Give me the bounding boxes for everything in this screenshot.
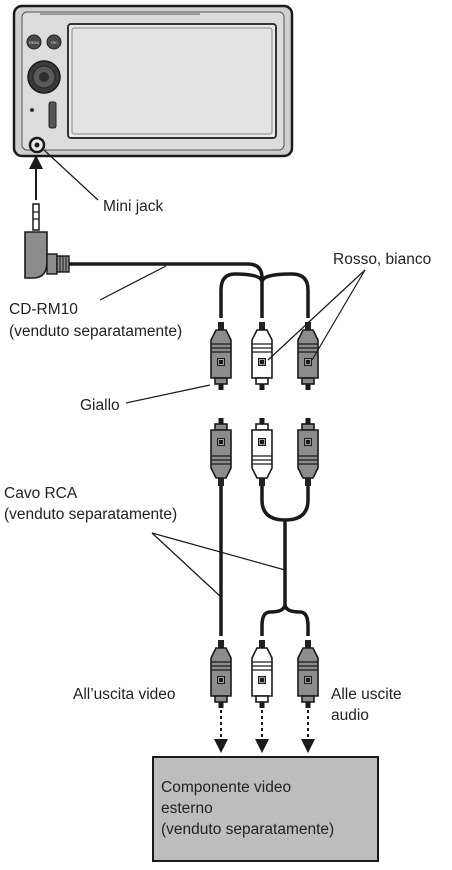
label-giallo: Giallo: [80, 397, 120, 414]
rca-top-red-plug: [297, 417, 319, 487]
menu-button-2: [46, 34, 62, 50]
head-unit: MENU SRC: [12, 4, 294, 158]
label-cavo-rca-2: (venduto separatamente): [4, 506, 177, 523]
label-cd-rm10-1: CD-RM10: [9, 301, 78, 318]
rca-bottom-white-plug: [251, 639, 273, 709]
label-uscite-audio-2: audio: [331, 707, 369, 724]
leader-giallo: [125, 384, 211, 404]
mini-jack-plug: [24, 203, 70, 279]
component-line-1: Componente video: [161, 779, 291, 796]
external-component-box: [152, 756, 379, 862]
label-uscite-audio-1: Alle uscite: [331, 686, 402, 703]
rca-bottom-red-plug: [297, 639, 319, 709]
cd-rm10-cable: [69, 262, 264, 318]
svg-text:MENU: MENU: [29, 41, 40, 45]
menu-button-1: [26, 34, 42, 50]
leader-rosso-1: [267, 269, 366, 361]
rca-audio-cable-merge: [260, 486, 310, 522]
sd-slot: [48, 101, 57, 129]
leader-mini-jack: [43, 149, 99, 201]
label-uscita-video: All’uscita video: [73, 686, 176, 703]
label-cd-rm10-2: (venduto separatamente): [9, 323, 182, 340]
rca-top-yellow-plug: [210, 417, 232, 487]
leader-cavo-rca-2: [151, 532, 286, 571]
component-line-2: esterno: [161, 800, 213, 817]
label-cavo-rca-1: Cavo RCA: [4, 485, 78, 502]
leader-cavo-rca-1: [151, 532, 222, 598]
leader-rosso-2: [311, 269, 366, 361]
svg-text:SRC: SRC: [51, 41, 58, 45]
component-line-3: (venduto separatamente): [161, 821, 334, 838]
label-mini-jack: Mini jack: [103, 198, 164, 215]
cd-rm10-branch-left: [219, 272, 264, 318]
rca-audio-cable-split: [260, 603, 310, 636]
cd-rm10-branch-right: [260, 272, 310, 318]
rca-bottom-video-plug: [210, 639, 232, 709]
label-rosso-bianco: Rosso, bianco: [333, 251, 431, 268]
cd-rm10-white-plug: [251, 321, 273, 391]
leader-cd-rm10: [99, 265, 167, 301]
cd-rm10-yellow-plug: [210, 321, 232, 391]
rca-top-white-plug: [251, 417, 273, 487]
